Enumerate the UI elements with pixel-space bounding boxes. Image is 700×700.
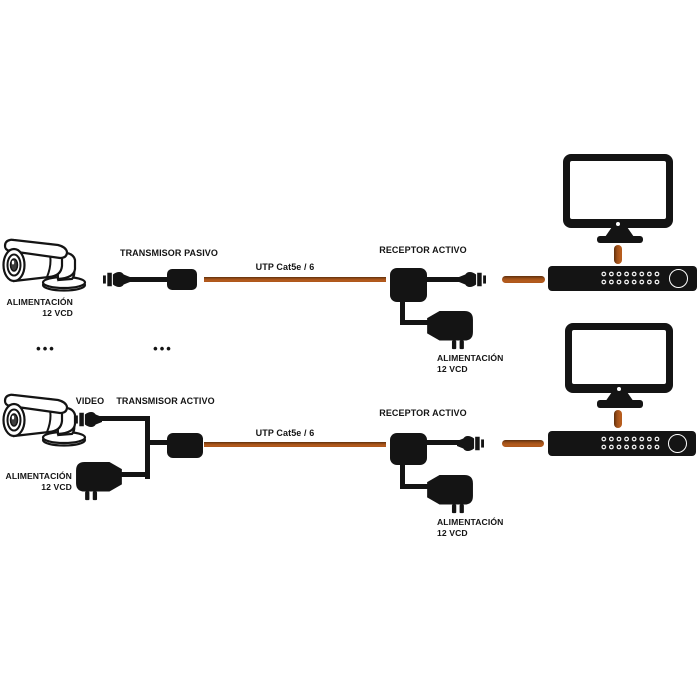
power-cable — [119, 472, 147, 477]
utp-cable — [204, 277, 386, 282]
passive-transmitter-balun-icon — [167, 269, 197, 290]
dvr-jog-knob — [669, 269, 688, 288]
receiver-label: RECEPTOR ACTIVO — [379, 408, 467, 418]
coax-cable — [425, 277, 461, 282]
receiver-power-label: ALIMENTACIÓN 12 VCD — [437, 517, 504, 538]
junction-cable — [148, 440, 169, 445]
power-adapter-icon — [426, 474, 476, 516]
power-adapter-icon — [73, 461, 123, 503]
bnc-connector-icon — [457, 434, 484, 453]
bnc-to-dvr-link — [502, 276, 545, 283]
monitor-screen — [570, 161, 666, 219]
active-receiver-balun-icon — [390, 433, 427, 465]
transmitter-label: TRANSMISOR PASIVO — [119, 248, 219, 258]
receiver-power-label: ALIMENTACIÓN 12 VCD — [437, 353, 504, 374]
monitor-stand-base — [597, 400, 643, 408]
dvr-buttons — [600, 435, 661, 451]
receiver-label: RECEPTOR ACTIVO — [379, 245, 467, 255]
cctv-camera-icon — [1, 238, 91, 293]
power-cable — [400, 463, 405, 488]
monitor-icon — [563, 154, 673, 228]
monitor-stand-neck — [605, 392, 634, 402]
active-transmitter-balun-icon — [167, 433, 203, 458]
monitor-stand-neck — [605, 227, 634, 237]
active-receiver-balun-icon — [390, 268, 427, 302]
monitor-power-led — [616, 221, 620, 226]
bnc-to-dvr-link — [502, 440, 544, 447]
camera-power-label: ALIMENTACIÓN 12 VCD — [6, 297, 73, 318]
ellipsis-more-transmitters: ••• — [153, 341, 173, 356]
utp-cable — [204, 442, 386, 447]
monitor-to-dvr-link — [614, 245, 622, 264]
monitor-stand-base — [597, 236, 643, 243]
utp-cable-label: UTP Cat5e / 6 — [255, 428, 315, 438]
monitor-screen — [572, 330, 666, 384]
video-label: VIDEO — [75, 396, 105, 406]
coax-cable — [125, 277, 170, 282]
dvr-recorder-icon — [548, 431, 696, 456]
dvr-jog-knob — [668, 434, 687, 453]
transmitter-label: TRANSMISOR ACTIVO — [116, 396, 215, 406]
monitor-power-led — [617, 386, 621, 391]
coax-cable — [425, 440, 461, 445]
monitor-icon — [565, 323, 673, 393]
power-cable — [400, 300, 405, 324]
bnc-connector-icon — [459, 270, 486, 289]
utp-cable-label: UTP Cat5e / 6 — [255, 262, 315, 272]
junction-cable — [145, 416, 150, 479]
dvr-recorder-icon — [548, 266, 697, 291]
camera-power-label: ALIMENTACIÓN 12 VCD — [5, 471, 72, 492]
power-cable — [400, 320, 429, 325]
dvr-buttons — [600, 270, 661, 286]
ellipsis-more-cameras: ••• — [36, 341, 56, 356]
power-cable — [400, 484, 429, 489]
monitor-to-dvr-link — [614, 410, 622, 428]
video-cable — [97, 416, 149, 421]
power-adapter-icon — [426, 310, 476, 352]
